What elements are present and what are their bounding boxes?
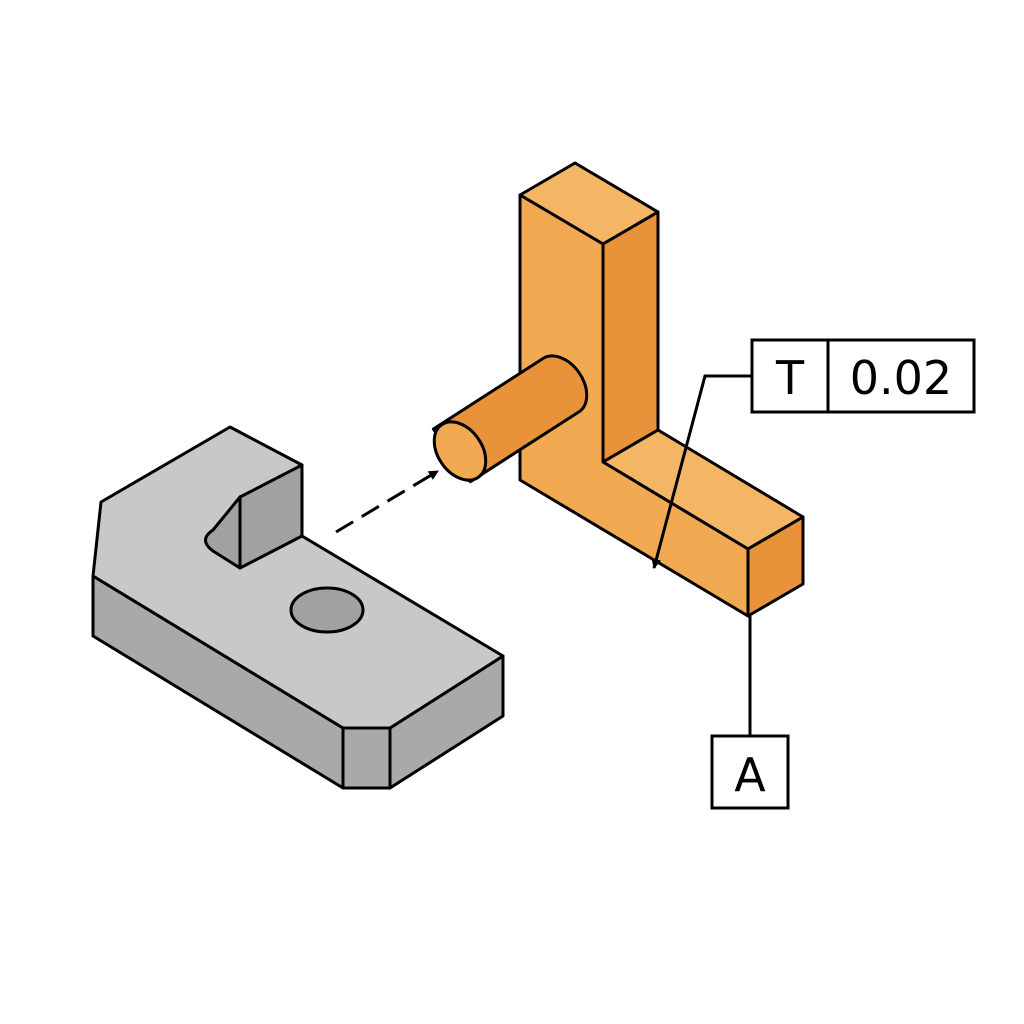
assembly-direction-arrow (335, 469, 439, 534)
datum-box (710, 734, 790, 810)
gray-block-slot-floor (204, 495, 242, 570)
gray-base-block (91, 425, 505, 790)
gray-block-chamfer-face (341, 726, 392, 790)
orange-l-bracket (518, 161, 805, 618)
datum-feature-symbol: A (710, 734, 790, 810)
bracket-pillar-side-face (601, 210, 660, 464)
pin-end-face (432, 420, 488, 482)
cylindrical-pin (431, 354, 589, 484)
fcf-tolerance-text: 0.02 (850, 351, 952, 405)
fcf-leader-arrow (651, 374, 752, 569)
feature-control-frame: T 0.02 (750, 338, 976, 414)
bracket-front-face (518, 193, 750, 618)
gray-block-hole (289, 586, 365, 634)
fcf-symbol-text: T (775, 351, 805, 405)
datum-label: A (734, 748, 766, 802)
fcf-tolerance-cell (826, 338, 976, 414)
